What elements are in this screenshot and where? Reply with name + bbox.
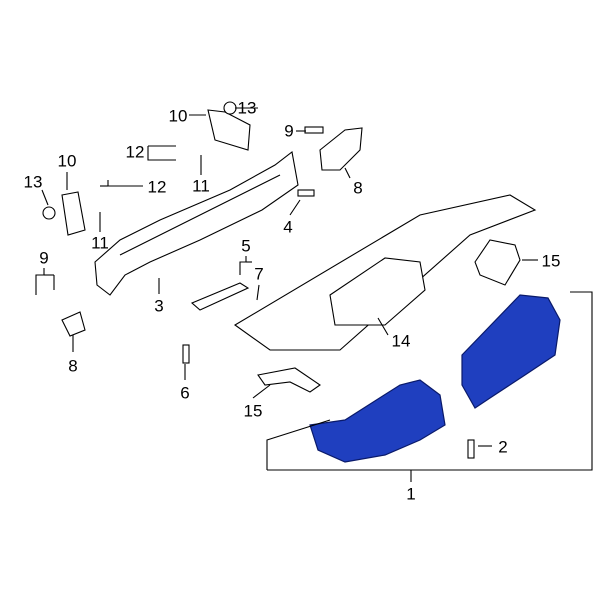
callout-1: 1 — [406, 484, 416, 504]
callout-12: 12 — [125, 142, 145, 162]
part-1-bumper-left[interactable] — [309, 379, 446, 463]
part-13-nut-upper — [223, 101, 237, 115]
callout-4: 4 — [283, 217, 293, 237]
part-6-bolt — [182, 344, 190, 364]
step-pad-recess — [329, 257, 426, 326]
part-8-bracket-lower — [61, 311, 86, 337]
callout-2: 2 — [498, 437, 508, 457]
part-5-bracket — [190, 282, 250, 311]
callout-9: 9 — [284, 121, 294, 141]
callout-10: 10 — [57, 151, 77, 171]
assembly-box — [266, 419, 331, 470]
callout-3: 3 — [154, 296, 164, 316]
callout-11: 11 — [91, 233, 109, 253]
callout-8: 8 — [68, 356, 78, 376]
callout-6: 6 — [180, 383, 190, 403]
callout-8: 8 — [353, 178, 363, 198]
callout-13: 13 — [23, 172, 43, 192]
callout-12: 12 — [147, 177, 167, 197]
part-9-bolt — [304, 126, 324, 134]
part-15-bracket-left — [257, 367, 321, 393]
leader-lines — [35, 107, 538, 482]
callout-5: 5 — [241, 236, 251, 256]
part-4-bolt — [297, 189, 315, 197]
frame-edge — [119, 174, 281, 256]
callout-14: 14 — [391, 331, 411, 351]
part-8-bracket-upper — [319, 127, 363, 171]
callout-15: 15 — [541, 251, 561, 271]
part-10-bracket-left — [61, 191, 86, 236]
part-10-bracket-upper — [207, 109, 251, 151]
part-13-nut-left — [42, 206, 56, 220]
part-15-bracket-right — [474, 239, 521, 286]
part-3-frame-bracket — [94, 151, 299, 296]
callout-7: 7 — [254, 264, 264, 284]
callout-10: 10 — [168, 106, 188, 126]
assembly-box-edge — [267, 291, 593, 471]
callout-11: 11 — [192, 176, 210, 196]
callout-15: 15 — [243, 401, 263, 421]
part-1-bumper-right[interactable] — [461, 294, 561, 409]
part-2-bolt — [467, 439, 475, 459]
callout-9: 9 — [39, 248, 49, 268]
callout-13: 13 — [237, 98, 257, 118]
